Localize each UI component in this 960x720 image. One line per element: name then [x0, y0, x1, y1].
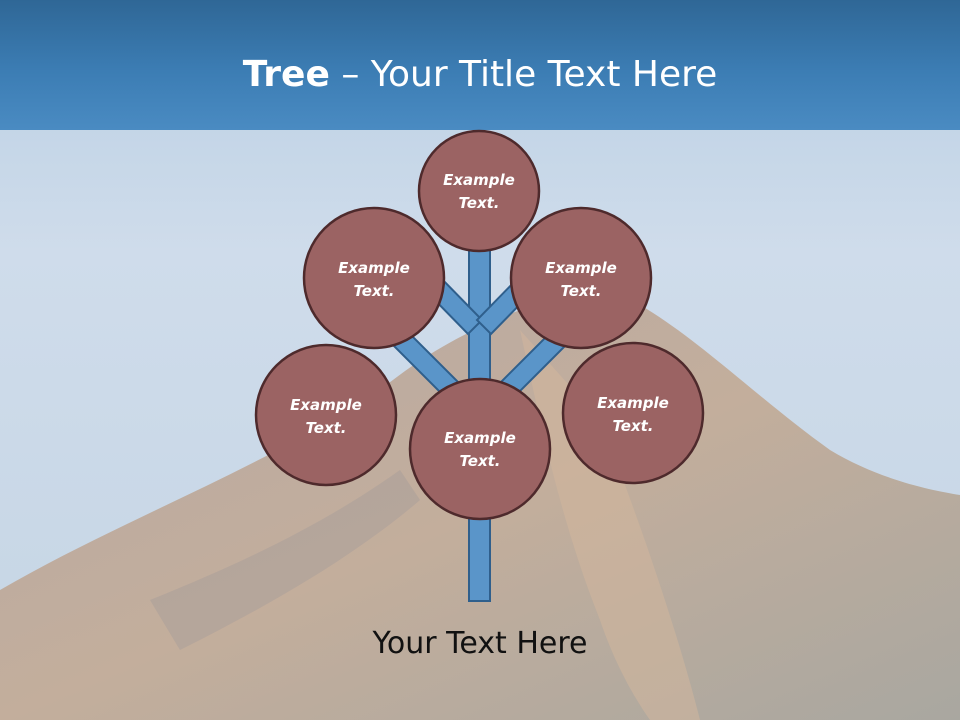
svg-text:Text.: Text.: [353, 282, 394, 300]
slide-title: Tree – Your Title Text Here: [0, 50, 960, 100]
tree-node-upper-right: Example Text.: [509, 206, 653, 350]
svg-text:Example: Example: [290, 396, 362, 414]
svg-text:Text.: Text.: [305, 419, 346, 437]
tree-node-lower-right: Example Text.: [561, 341, 705, 485]
svg-text:Text.: Text.: [458, 194, 499, 212]
svg-text:Text.: Text.: [459, 452, 500, 470]
svg-text:Example: Example: [597, 394, 669, 412]
svg-text:Text.: Text.: [560, 282, 601, 300]
svg-text:Example: Example: [338, 259, 410, 277]
tree-node-upper-left: Example Text.: [302, 206, 446, 350]
svg-text:Example: Example: [444, 429, 516, 447]
title-rest: Your Title Text Here: [370, 54, 718, 95]
tree-node-center: Example Text.: [408, 377, 552, 521]
tree-node-lower-left: Example Text.: [254, 343, 398, 487]
svg-text:Example: Example: [443, 171, 515, 189]
svg-text:Example: Example: [545, 259, 617, 277]
caption-text: Your Text Here: [372, 626, 588, 661]
svg-text:Text.: Text.: [612, 417, 653, 435]
title-bar: [0, 0, 960, 130]
tree-node-top: Example Text.: [417, 129, 541, 253]
title-bold-part: Tree: [242, 54, 330, 95]
title-separator: –: [329, 54, 371, 95]
